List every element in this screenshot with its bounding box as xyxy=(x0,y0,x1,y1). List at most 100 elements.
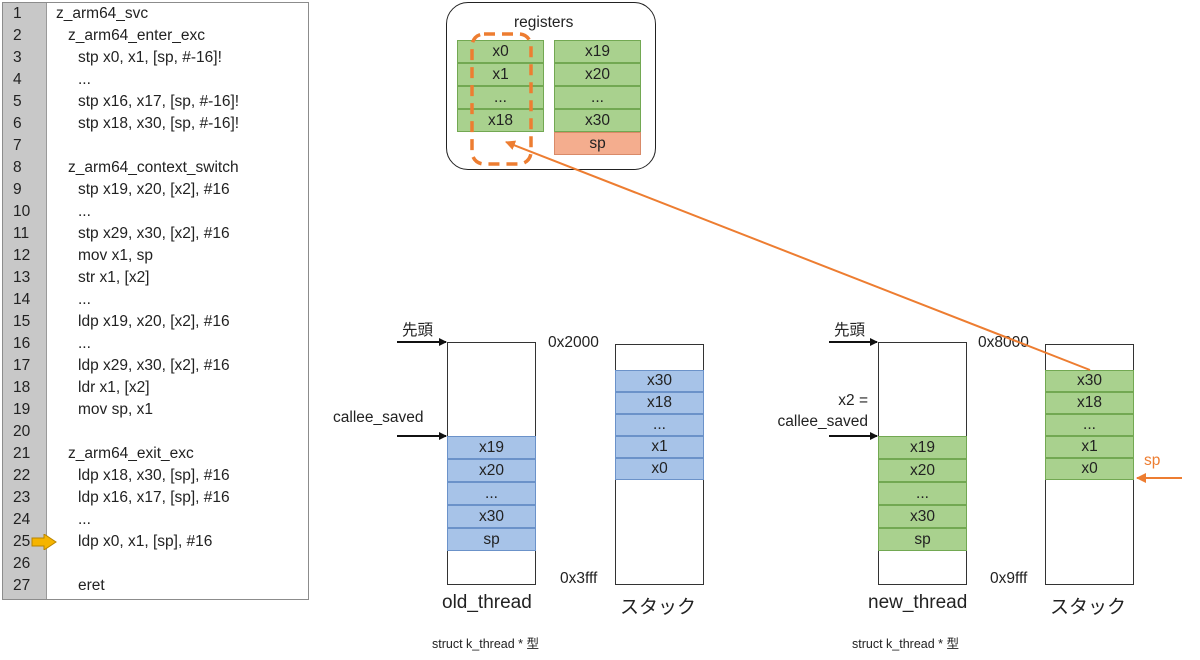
code-text: ... xyxy=(78,511,91,528)
line-number: 8 xyxy=(13,159,22,176)
memory-cell: x0 xyxy=(457,40,544,63)
old-thread-type: struct k_thread * 型 xyxy=(432,637,539,651)
line-number: 10 xyxy=(13,203,31,220)
code-text: stp x29, x30, [x2], #16 xyxy=(78,225,230,242)
line-number: 12 xyxy=(13,247,31,264)
line-number: 3 xyxy=(13,49,22,66)
new-thread-callee-label: callee_saved xyxy=(777,413,868,430)
code-line: 25 ldp x0, x1, [sp], #16 xyxy=(3,531,308,553)
code-line: 14... xyxy=(3,289,308,311)
memory-cell: x30 xyxy=(447,505,536,528)
old-thread-callee-label: callee_saved xyxy=(333,409,424,426)
memory-cell: x18 xyxy=(615,392,704,414)
new-stack-addr-bottom: 0x9fff xyxy=(990,570,1028,587)
code-text: z_arm64_context_switch xyxy=(68,159,239,176)
old-stack-addr-top: 0x2000 xyxy=(548,334,599,351)
line-number: 22 xyxy=(13,467,31,484)
new-thread-name: new_thread xyxy=(868,592,968,613)
line-number: 27 xyxy=(13,577,31,594)
line-number: 24 xyxy=(13,511,31,528)
memory-cell: x30 xyxy=(1045,370,1134,392)
memory-cell: sp xyxy=(447,528,536,551)
memory-cell: x30 xyxy=(615,370,704,392)
new-thread-x2-label: x2 = xyxy=(838,392,868,409)
memory-cell: ... xyxy=(1045,414,1134,436)
code-line: 26 xyxy=(3,553,308,575)
code-line: 11 stp x29, x30, [x2], #16 xyxy=(3,223,308,245)
memory-cell: x0 xyxy=(1045,458,1134,480)
code-text: mov x1, sp xyxy=(78,247,153,264)
code-line: 15 ldp x19, x20, [x2], #16 xyxy=(3,311,308,333)
code-text: ... xyxy=(78,203,91,220)
code-line: 5 stp x16, x17, [sp, #-16]! xyxy=(3,91,308,113)
code-text: z_arm64_enter_exc xyxy=(68,27,205,44)
line-number: 21 xyxy=(13,445,31,462)
memory-cell: x30 xyxy=(878,505,967,528)
code-text: mov sp, x1 xyxy=(78,401,153,418)
line-number: 6 xyxy=(13,115,22,132)
code-text: stp x16, x17, [sp, #-16]! xyxy=(78,93,240,110)
code-line: 9 stp x19, x20, [x2], #16 xyxy=(3,179,308,201)
line-number: 11 xyxy=(13,225,30,242)
memory-cell: ... xyxy=(554,86,641,109)
sp-pointer-label: sp xyxy=(1144,452,1161,469)
new-stack-addr-top: 0x8000 xyxy=(978,334,1029,351)
line-number: 5 xyxy=(13,93,22,110)
code-text: stp x0, x1, [sp, #-16]! xyxy=(78,49,222,66)
save-highlight-dashed-rect xyxy=(470,32,533,166)
line-number: 4 xyxy=(13,71,22,88)
memory-cell: x20 xyxy=(554,63,641,86)
code-line: 3 stp x0, x1, [sp, #-16]! xyxy=(3,47,308,69)
code-text: stp x18, x30, [sp, #-16]! xyxy=(78,115,240,132)
old-stack-addr-bottom: 0x3fff xyxy=(560,570,598,587)
code-line: 6 stp x18, x30, [sp, #-16]! xyxy=(3,113,308,135)
memory-cell: ... xyxy=(447,482,536,505)
code-line: 19 mov sp, x1 xyxy=(3,399,308,421)
memory-cell: x19 xyxy=(878,436,967,459)
line-number: 2 xyxy=(13,27,22,44)
line-number: 20 xyxy=(13,423,31,440)
memory-cell: x1 xyxy=(615,436,704,458)
memory-cell: ... xyxy=(878,482,967,505)
memory-cell: x19 xyxy=(554,40,641,63)
code-line: 21 z_arm64_exit_exc xyxy=(3,443,308,465)
code-text: ldp x16, x17, [sp], #16 xyxy=(78,489,230,506)
memory-cell: x0 xyxy=(615,458,704,480)
memory-cell: x30 xyxy=(554,109,641,132)
new-thread-type: struct k_thread * 型 xyxy=(852,637,959,651)
new-stack-name: スタック xyxy=(1050,597,1127,618)
memory-cell: x18 xyxy=(457,109,544,132)
line-number: 25 xyxy=(13,533,31,550)
code-line: 22 ldp x18, x30, [sp], #16 xyxy=(3,465,308,487)
code-line: 2 z_arm64_enter_exc xyxy=(3,25,308,47)
code-line: 7 xyxy=(3,135,308,157)
code-line: 10... xyxy=(3,201,308,223)
old-stack-name: スタック xyxy=(620,597,697,618)
code-text: ldp x18, x30, [sp], #16 xyxy=(78,467,230,484)
code-text: ... xyxy=(78,335,91,352)
line-number: 7 xyxy=(13,137,22,154)
code-line: 4... xyxy=(3,69,308,91)
code-text: z_arm64_svc xyxy=(56,5,149,22)
memory-cell: x19 xyxy=(447,436,536,459)
code-line: 16... xyxy=(3,333,308,355)
line-number: 26 xyxy=(13,555,31,572)
memory-cell: sp xyxy=(878,528,967,551)
code-text: ldp x0, x1, [sp], #16 xyxy=(78,533,213,550)
code-text: ldp x19, x20, [x2], #16 xyxy=(78,313,230,330)
line-number: 9 xyxy=(13,181,22,198)
line-number: 19 xyxy=(13,401,31,418)
line-number: 15 xyxy=(13,313,31,330)
current-line-arrow-icon xyxy=(31,534,57,550)
new-thread-head-label: 先頭 xyxy=(834,322,866,339)
code-text: stp x19, x20, [x2], #16 xyxy=(78,181,230,198)
code-text: ldr x1, [x2] xyxy=(78,379,150,396)
memory-cell: x1 xyxy=(1045,436,1134,458)
code-text: z_arm64_exit_exc xyxy=(68,445,194,462)
